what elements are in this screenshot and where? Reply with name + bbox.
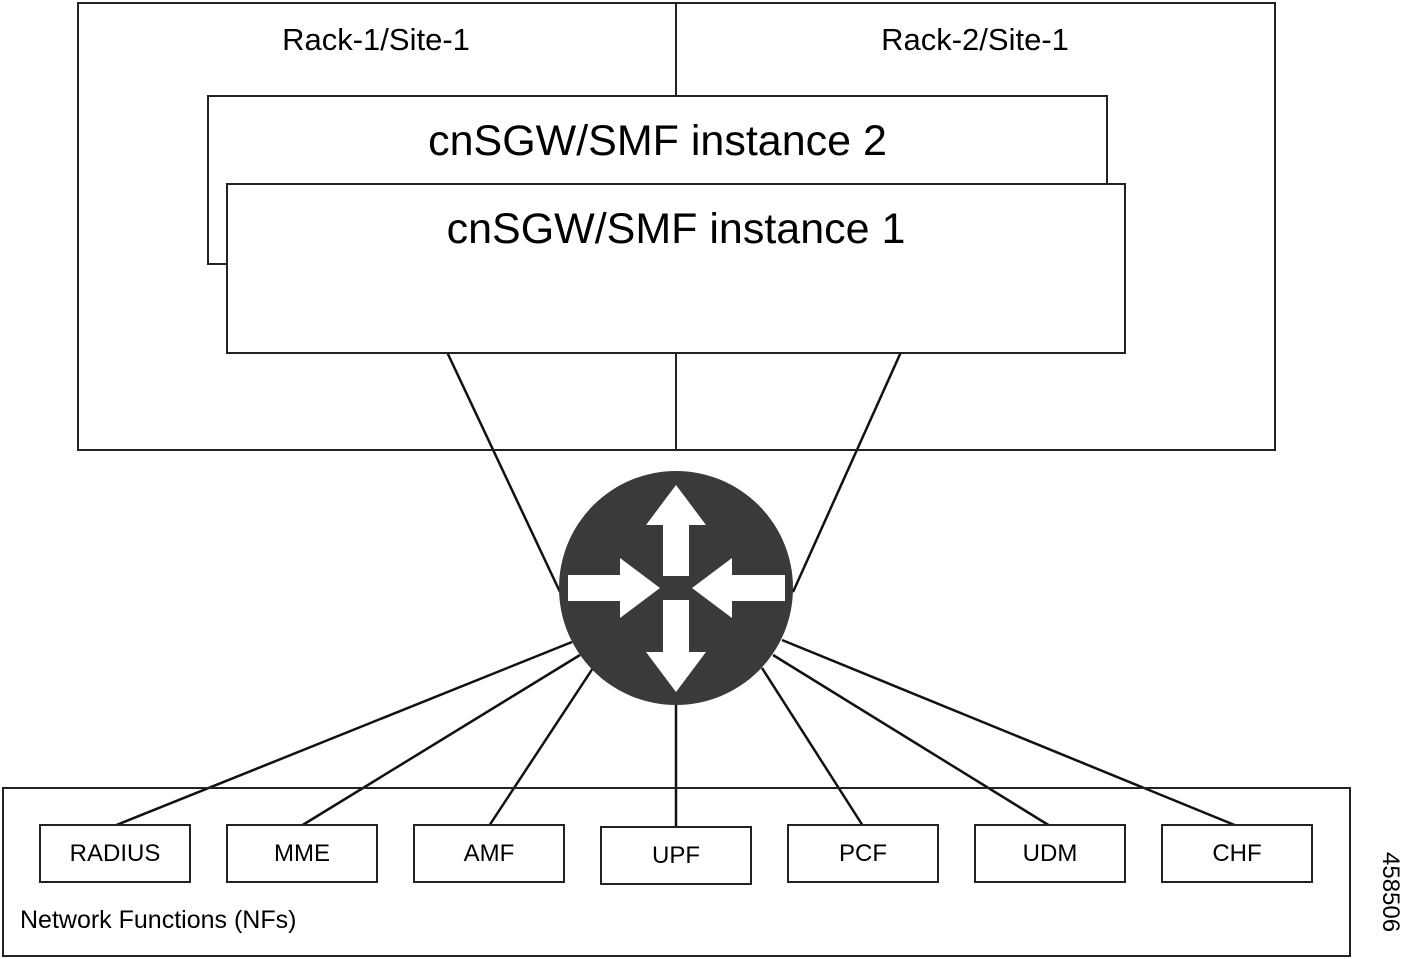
link-chf <box>781 638 1238 828</box>
link-radius <box>113 640 573 828</box>
link-mme <box>300 653 581 828</box>
instance-1-title: cnSGW/SMF instance 1 <box>446 205 906 253</box>
instance-1-box: cnSGW/SMF instance 1 <box>226 183 1126 354</box>
figure-id: 458506 <box>1377 852 1404 933</box>
nf-udm: UDM <box>974 824 1126 883</box>
nf-amf: AMF <box>413 824 565 883</box>
link-udm <box>772 653 1051 828</box>
instance-2-title: cnSGW/SMF instance 2 <box>428 117 887 165</box>
nf-radius: RADIUS <box>39 824 191 883</box>
nf-pcf: PCF <box>787 824 939 883</box>
nf-mme: MME <box>226 824 378 883</box>
rack-1-label: Rack-1/Site-1 <box>282 22 470 57</box>
nf-upf: UPF <box>600 826 752 885</box>
rack-2-label: Rack-2/Site-1 <box>881 22 1069 57</box>
link-instance-right <box>791 351 903 593</box>
link-instance-left <box>445 351 562 593</box>
nf-container-label: Network Functions (NFs) <box>20 906 297 934</box>
nf-container <box>2 787 1351 957</box>
nf-chf: CHF <box>1161 824 1313 883</box>
